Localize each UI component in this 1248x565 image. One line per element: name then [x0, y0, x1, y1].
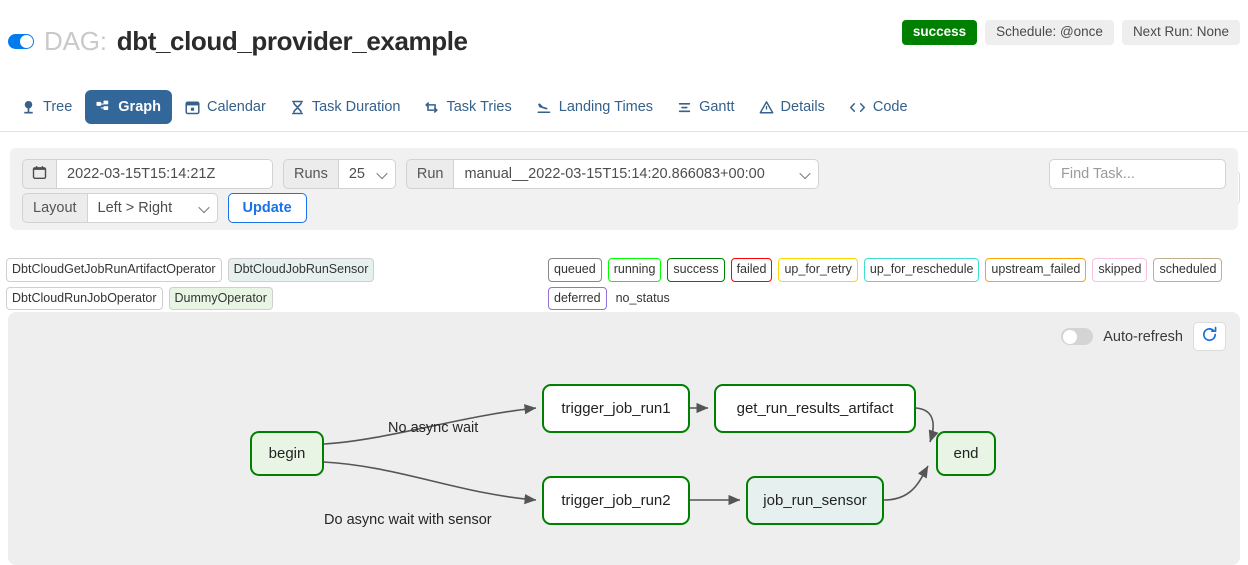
page-title: dbt_cloud_provider_example: [116, 26, 468, 56]
execution-date-input[interactable]: 2022-03-15T15:14:21Z: [57, 159, 273, 189]
layout-label: Layout: [22, 193, 88, 223]
tab-code[interactable]: Code: [838, 90, 919, 124]
tab-label: Tree: [43, 99, 73, 115]
dag-pause-toggle[interactable]: [8, 34, 34, 49]
operator-legend-item[interactable]: DbtCloudJobRunSensor: [227, 258, 375, 282]
tab-label: Task Tries: [446, 99, 512, 115]
task-node-trigger-job-run2[interactable]: trigger_job_run2: [542, 476, 690, 525]
task-node-label: trigger_job_run1: [561, 400, 671, 417]
tab-landing-times[interactable]: Landing Times: [525, 90, 664, 124]
tab-label: Landing Times: [558, 99, 654, 115]
dag-title-row: DAG: dbt_cloud_provider_example: [8, 26, 468, 57]
execution-date-group: 2022-03-15T15:14:21Z: [22, 159, 273, 189]
tab-label: Gantt: [699, 99, 735, 115]
tree-icon: [21, 100, 36, 115]
tab-label: Code: [872, 99, 908, 115]
task-node-begin[interactable]: begin: [250, 431, 324, 476]
runs-select[interactable]: 25: [338, 159, 396, 189]
task-node-get-run-results-artifact[interactable]: get_run_results_artifact: [714, 384, 916, 433]
filter-row-layout: Layout Left > Right Update: [22, 193, 307, 223]
task-node-end[interactable]: end: [936, 431, 996, 476]
graph-icon: [96, 100, 111, 115]
tab-calendar[interactable]: Calendar: [174, 90, 277, 124]
dag-label-prefix: DAG:: [44, 26, 107, 56]
state-legend-scheduled[interactable]: scheduled: [1153, 258, 1223, 282]
state-legend-up-for-reschedule[interactable]: up_for_reschedule: [863, 258, 980, 282]
tab-task-tries[interactable]: Task Tries: [413, 90, 522, 124]
tab-details[interactable]: Details: [748, 90, 836, 124]
refresh-icon: [1201, 326, 1218, 348]
task-node-job-run-sensor[interactable]: job_run_sensor: [746, 476, 884, 525]
tab-tree[interactable]: Tree: [10, 90, 83, 124]
filter-panel: 2022-03-15T15:14:21Z Runs 25 Run manual_…: [10, 148, 1238, 230]
auto-refresh-label: Auto-refresh: [1103, 328, 1183, 345]
dag-graph-canvas[interactable]: begin trigger_job_run1 get_run_results_a…: [8, 312, 1240, 565]
edge-label-do-async-wait: Do async wait with sensor: [324, 512, 492, 528]
operator-legend-item[interactable]: DbtCloudGetJobRunArtifactOperator: [6, 258, 222, 282]
layout-group: Layout Left > Right: [22, 193, 218, 223]
refresh-button[interactable]: [1193, 322, 1226, 351]
code-brackets-icon: [849, 100, 866, 115]
state-legend-failed[interactable]: failed: [730, 258, 773, 282]
update-button[interactable]: Update: [227, 193, 307, 223]
gantt-icon: [677, 100, 692, 115]
layout-select[interactable]: Left > Right: [87, 193, 218, 223]
find-task-input[interactable]: Find Task...: [1049, 159, 1226, 189]
state-legend-upstream-failed[interactable]: upstream_failed: [985, 258, 1087, 282]
schedule-badge[interactable]: Schedule: @once: [985, 20, 1114, 46]
dag-status-badges: success Schedule: @once Next Run: None: [901, 20, 1240, 46]
runs-label: Runs: [283, 159, 339, 189]
state-legend-skipped[interactable]: skipped: [1092, 258, 1148, 282]
retry-icon: [424, 100, 439, 115]
page-header: DAG: dbt_cloud_provider_example success …: [0, 0, 1248, 72]
operator-legend: DbtCloudGetJobRunArtifactOperator DbtClo…: [6, 258, 536, 310]
warning-triangle-icon: [759, 100, 774, 115]
task-node-label: get_run_results_artifact: [736, 400, 894, 417]
operator-legend-item[interactable]: DbtCloudRunJobOperator: [6, 286, 163, 310]
run-select[interactable]: manual__2022-03-15T15:14:20.866083+00:00: [454, 159, 820, 189]
filter-row-primary: 2022-03-15T15:14:21Z Runs 25 Run manual_…: [22, 159, 820, 189]
tab-label: Graph: [118, 99, 161, 115]
view-tabs-bar: Tree Graph Calendar Task Duration: [0, 82, 1248, 205]
next-run-badge[interactable]: Next Run: None: [1121, 20, 1240, 46]
calendar-icon: [185, 100, 200, 115]
state-legend-running[interactable]: running: [607, 258, 662, 282]
edge-label-no-async-wait: No async wait: [388, 420, 479, 436]
view-tabs: Tree Graph Calendar Task Duration: [10, 82, 919, 132]
graph-toolbar: Auto-refresh: [1061, 322, 1226, 351]
operator-legend-item[interactable]: DummyOperator: [168, 286, 273, 310]
state-legend-up-for-retry[interactable]: up_for_retry: [778, 258, 858, 282]
graph-panel: Auto-refresh: [8, 312, 1240, 565]
tab-gantt[interactable]: Gantt: [666, 90, 745, 124]
task-node-label: trigger_job_run2: [561, 492, 671, 509]
run-label: Run: [405, 159, 455, 189]
task-node-trigger-job-run1[interactable]: trigger_job_run1: [542, 384, 690, 433]
state-legend-deferred[interactable]: deferred: [548, 286, 607, 310]
landing-plane-icon: [536, 100, 552, 115]
task-node-label: job_run_sensor: [763, 492, 867, 509]
state-legend-queued[interactable]: queued: [548, 258, 602, 282]
state-legend-success[interactable]: success: [667, 258, 725, 282]
dag-edges: [323, 402, 939, 506]
calendar-picker-button[interactable]: [22, 159, 57, 189]
status-badge: success: [901, 20, 978, 46]
auto-refresh-toggle[interactable]: [1061, 328, 1094, 345]
tab-label: Task Duration: [311, 99, 401, 115]
runs-group: Runs 25: [283, 159, 396, 189]
task-node-label: end: [953, 445, 979, 462]
calendar-icon: [32, 165, 47, 184]
hourglass-icon: [290, 100, 305, 115]
legend-area: DbtCloudGetJobRunArtifactOperator DbtClo…: [0, 258, 1248, 310]
tab-task-duration[interactable]: Task Duration: [279, 90, 412, 124]
tab-label: Calendar: [206, 99, 266, 115]
task-node-label: begin: [268, 445, 306, 462]
state-legend: queued running success failed up_for_ret…: [548, 258, 1248, 310]
state-legend-no-status[interactable]: no_status: [615, 290, 670, 305]
run-group: Run manual__2022-03-15T15:14:20.866083+0…: [405, 159, 820, 189]
tab-label: Details: [780, 99, 825, 115]
tab-graph[interactable]: Graph: [85, 90, 172, 124]
